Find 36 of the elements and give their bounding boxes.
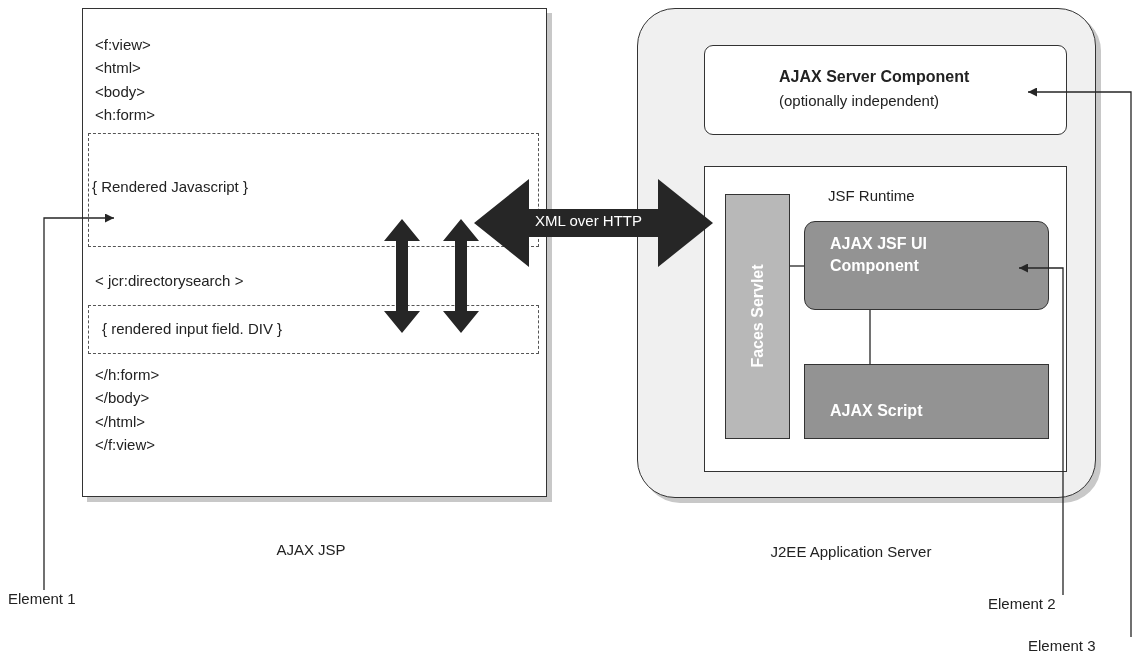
component-label: AJAX JSF UI Component <box>830 234 928 276</box>
component-box <box>704 45 1067 135</box>
runtime-box <box>704 166 1067 472</box>
caption-label: J2EE Application Server <box>769 543 933 561</box>
runtime-label: JSF Runtime <box>828 187 915 205</box>
connector-line <box>789 265 805 267</box>
component-note: (optionally independent) <box>779 92 940 110</box>
edge-label: XML over HTTP <box>535 212 642 230</box>
leader-line <box>1018 263 1064 596</box>
code-line: </h:form> <box>95 366 160 384</box>
leader-line <box>1027 87 1132 638</box>
block-arrow <box>443 219 479 333</box>
code-line: { Rendered Javascript } <box>92 178 248 196</box>
callout-label: Element 2 <box>988 595 1056 615</box>
code-line: <h:form> <box>95 106 156 124</box>
servlet-label: Faces Servlet <box>748 263 767 370</box>
code-line: <f:view> <box>95 36 151 54</box>
block-arrow <box>474 179 713 267</box>
callout-label: Element 1 <box>8 590 76 610</box>
block-arrow <box>384 219 420 333</box>
callout-label: Element 3 <box>1028 637 1096 655</box>
code-line: <html> <box>95 59 141 77</box>
connector-line <box>869 309 871 365</box>
code-line: < jcr:directorysearch > <box>95 272 244 290</box>
code-line: { rendered input field. DIV } <box>102 320 283 338</box>
code-line: <body> <box>95 83 146 101</box>
caption-label: AJAX JSP <box>275 541 347 559</box>
code-line: </html> <box>95 413 146 431</box>
script-box <box>804 364 1049 439</box>
leader-line <box>43 213 115 591</box>
component-title: AJAX Server Component <box>779 68 970 86</box>
code-line: </f:view> <box>95 436 156 454</box>
servlet-bar <box>725 194 790 439</box>
code-line: </body> <box>95 389 150 407</box>
component-box <box>804 221 1049 310</box>
script-label: AJAX Script <box>830 401 923 421</box>
